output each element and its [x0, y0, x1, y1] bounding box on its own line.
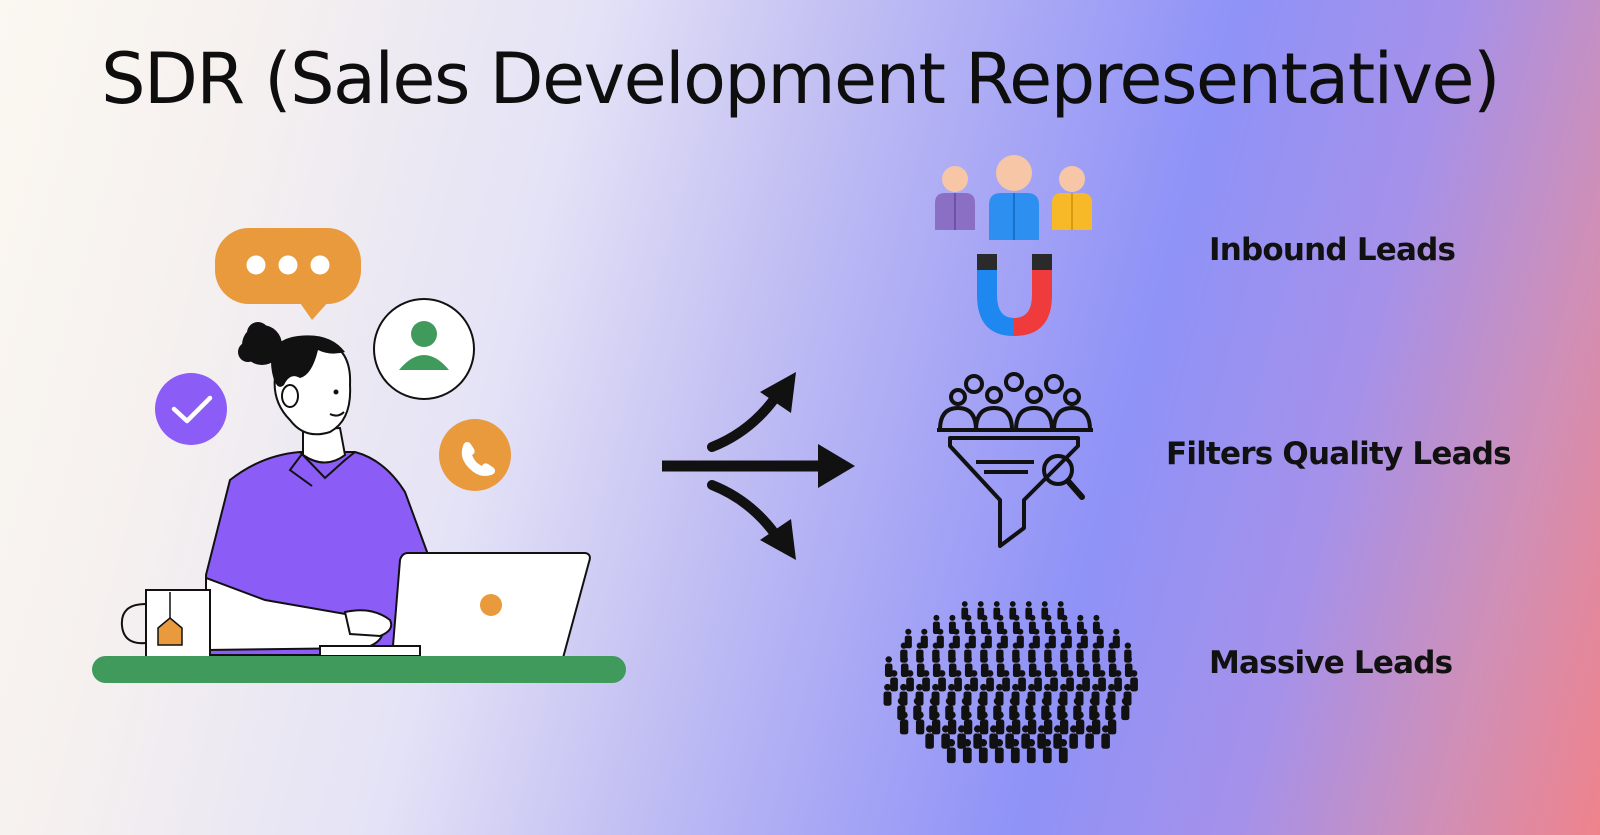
person-silhouette	[996, 656, 1005, 678]
person-silhouette	[1091, 711, 1101, 735]
person-silhouette	[1058, 739, 1068, 764]
person-silhouette	[884, 656, 893, 678]
person-silhouette	[1069, 725, 1078, 749]
person-silhouette	[1034, 670, 1042, 692]
person-silhouette	[1101, 725, 1110, 749]
person-silhouette	[1092, 656, 1101, 678]
person-silhouette	[970, 670, 978, 692]
person-silhouette	[1028, 656, 1037, 678]
person-silhouette	[1027, 711, 1037, 735]
person-silhouette	[890, 670, 898, 692]
person-silhouette	[1044, 656, 1053, 678]
person-silhouette	[973, 725, 982, 749]
person-silhouette	[1075, 711, 1085, 735]
person-silhouette	[978, 739, 988, 764]
person-silhouette	[1082, 670, 1090, 692]
person-silhouette	[1107, 711, 1117, 735]
person-silhouette	[900, 656, 909, 678]
inbound-leads-label: Inbound Leads	[1209, 232, 1456, 268]
person-silhouette	[1018, 670, 1026, 692]
page-title: SDR (Sales Development Representative)	[101, 38, 1500, 120]
person-silhouette	[1130, 670, 1138, 692]
person-silhouette	[986, 670, 994, 692]
person-silhouette	[957, 725, 966, 749]
person-silhouette	[1085, 725, 1094, 749]
person-silhouette	[1021, 725, 1030, 749]
person-silhouette	[1053, 725, 1062, 749]
massive-leads-label: Massive Leads	[1209, 645, 1453, 681]
person-silhouette	[1059, 711, 1069, 735]
person-silhouette	[1098, 670, 1106, 692]
person-silhouette	[906, 670, 914, 692]
chat-bubble-icon	[215, 228, 361, 320]
person-silhouette	[947, 711, 957, 735]
person-silhouette	[1042, 739, 1052, 764]
sdr-person-illustration	[92, 228, 626, 683]
person-silhouette	[883, 683, 892, 706]
person-silhouette	[925, 725, 934, 749]
person-silhouette	[932, 656, 941, 678]
person-silhouette	[1124, 656, 1133, 678]
person-silhouette	[1121, 697, 1130, 721]
person-silhouette	[1076, 656, 1085, 678]
crowd-icon	[883, 601, 1138, 764]
mug-icon	[120, 589, 211, 658]
person-silhouette	[916, 656, 925, 678]
person-silhouette	[1050, 670, 1058, 692]
person-silhouette	[995, 711, 1005, 735]
person-silhouette	[948, 656, 957, 678]
checkmark-icon	[155, 373, 227, 445]
person-silhouette	[915, 711, 925, 735]
split-arrows-icon	[662, 372, 855, 560]
person-silhouette	[980, 656, 989, 678]
person-silhouette	[1011, 711, 1021, 735]
person-silhouette	[1037, 725, 1046, 749]
person-silhouette	[989, 725, 998, 749]
person-silhouette	[1043, 711, 1053, 735]
phone-icon	[439, 419, 511, 491]
person-silhouette	[946, 739, 956, 764]
person-silhouette	[964, 656, 973, 678]
person-silhouette	[1114, 670, 1122, 692]
person-silhouette	[1026, 739, 1036, 764]
person-silhouette	[963, 711, 973, 735]
person-silhouette	[1108, 656, 1117, 678]
filters-quality-leads-label: Filters Quality Leads	[1166, 436, 1512, 472]
person-silhouette	[1060, 656, 1069, 678]
filter-funnel-icon	[937, 372, 1093, 548]
person-silhouette	[938, 670, 946, 692]
user-profile-icon	[373, 298, 475, 400]
person-silhouette	[899, 711, 909, 735]
person-silhouette	[941, 725, 950, 749]
person-silhouette	[931, 711, 941, 735]
magnet-people-icon	[935, 155, 1092, 336]
person-silhouette	[979, 711, 989, 735]
person-silhouette	[922, 670, 930, 692]
person-silhouette	[1066, 670, 1074, 692]
person-silhouette	[1002, 670, 1010, 692]
person-silhouette	[994, 739, 1004, 764]
person-silhouette	[1010, 739, 1020, 764]
person-silhouette	[954, 670, 962, 692]
person-silhouette	[1005, 725, 1014, 749]
person-silhouette	[1012, 656, 1021, 678]
person-silhouette	[962, 739, 972, 764]
